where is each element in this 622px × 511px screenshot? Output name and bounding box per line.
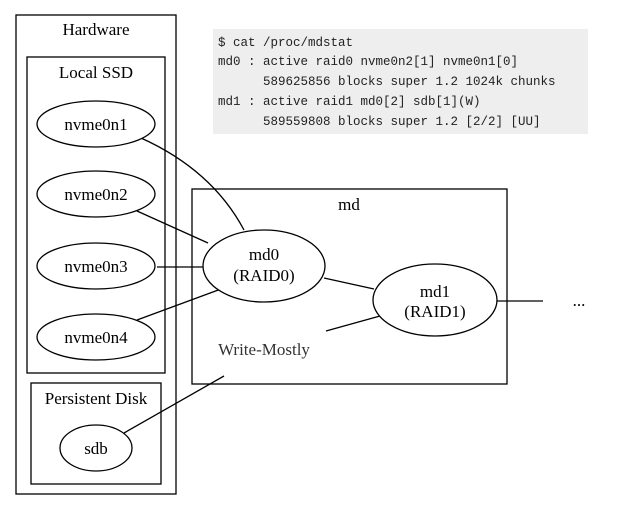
edge-nvme0n4-md0 — [136, 288, 222, 321]
node-nvme0n4: nvme0n4 — [36, 313, 156, 361]
node-nvme0n2: nvme0n2 — [36, 170, 156, 218]
persistent-disk-cluster — [30, 382, 162, 485]
terminal-line-4: md1 : active raid1 md0[2] sdb[1](W) — [218, 95, 481, 109]
persistent-disk-title: Persistent Disk — [45, 389, 148, 408]
node-md0-label-line1: md0 — [249, 245, 279, 264]
node-sdb-label: sdb — [84, 439, 108, 458]
local-ssd-title: Local SSD — [59, 63, 133, 82]
hardware-title: Hardware — [62, 20, 129, 39]
terminal-line-3: 589625856 blocks super 1.2 1024k chunks — [218, 75, 556, 89]
node-md1-label-line2: (RAID1) — [404, 302, 465, 321]
terminal-line-2: md0 : active raid0 nvme0n2[1] nvme0n1[0] — [218, 55, 518, 69]
node-md0-label-line2: (RAID0) — [233, 266, 294, 285]
node-nvme0n3-shape — [36, 242, 156, 290]
md-cluster-title: md — [338, 195, 360, 214]
node-nvme0n1-shape — [36, 100, 156, 148]
node-md1-label-line1: md1 — [420, 282, 450, 301]
node-sdb-shape — [59, 424, 133, 472]
node-sdb: sdb — [59, 424, 133, 472]
node-nvme0n2-label: nvme0n2 — [64, 185, 127, 204]
node-md0: md0 (RAID0) — [202, 229, 326, 303]
node-nvme0n2-shape — [36, 170, 156, 218]
node-nvme0n1: nvme0n1 — [36, 100, 156, 148]
edge-write-mostly-md1 — [325, 315, 381, 332]
node-md1: md1 (RAID1) — [372, 263, 498, 337]
terminal-background — [213, 29, 588, 134]
md-cluster — [191, 188, 508, 385]
edge-nvme0n1-md0 — [140, 137, 245, 231]
continuation-ellipsis: ... — [573, 291, 586, 310]
local-ssd-cluster — [26, 56, 166, 374]
edge-md0-md1 — [323, 277, 375, 290]
node-nvme0n3-label: nvme0n3 — [64, 257, 127, 276]
node-nvme0n4-shape — [36, 313, 156, 361]
node-nvme0n4-label: nvme0n4 — [64, 328, 128, 347]
node-md0-shape — [202, 229, 326, 303]
edge-sdb-write-mostly — [123, 375, 225, 434]
hardware-cluster — [15, 14, 177, 495]
write-mostly-label: Write-Mostly — [218, 340, 310, 359]
node-md1-shape — [372, 263, 498, 337]
terminal-line-1: $ cat /proc/mdstat — [218, 36, 353, 50]
node-nvme0n3: nvme0n3 — [36, 242, 156, 290]
node-nvme0n1-label: nvme0n1 — [64, 115, 127, 134]
mdstat-terminal: $ cat /proc/mdstat md0 : active raid0 nv… — [213, 29, 588, 134]
edge-nvme0n2-md0 — [136, 210, 209, 244]
terminal-line-5: 589559808 blocks super 1.2 [2/2] [UU] — [218, 115, 541, 129]
